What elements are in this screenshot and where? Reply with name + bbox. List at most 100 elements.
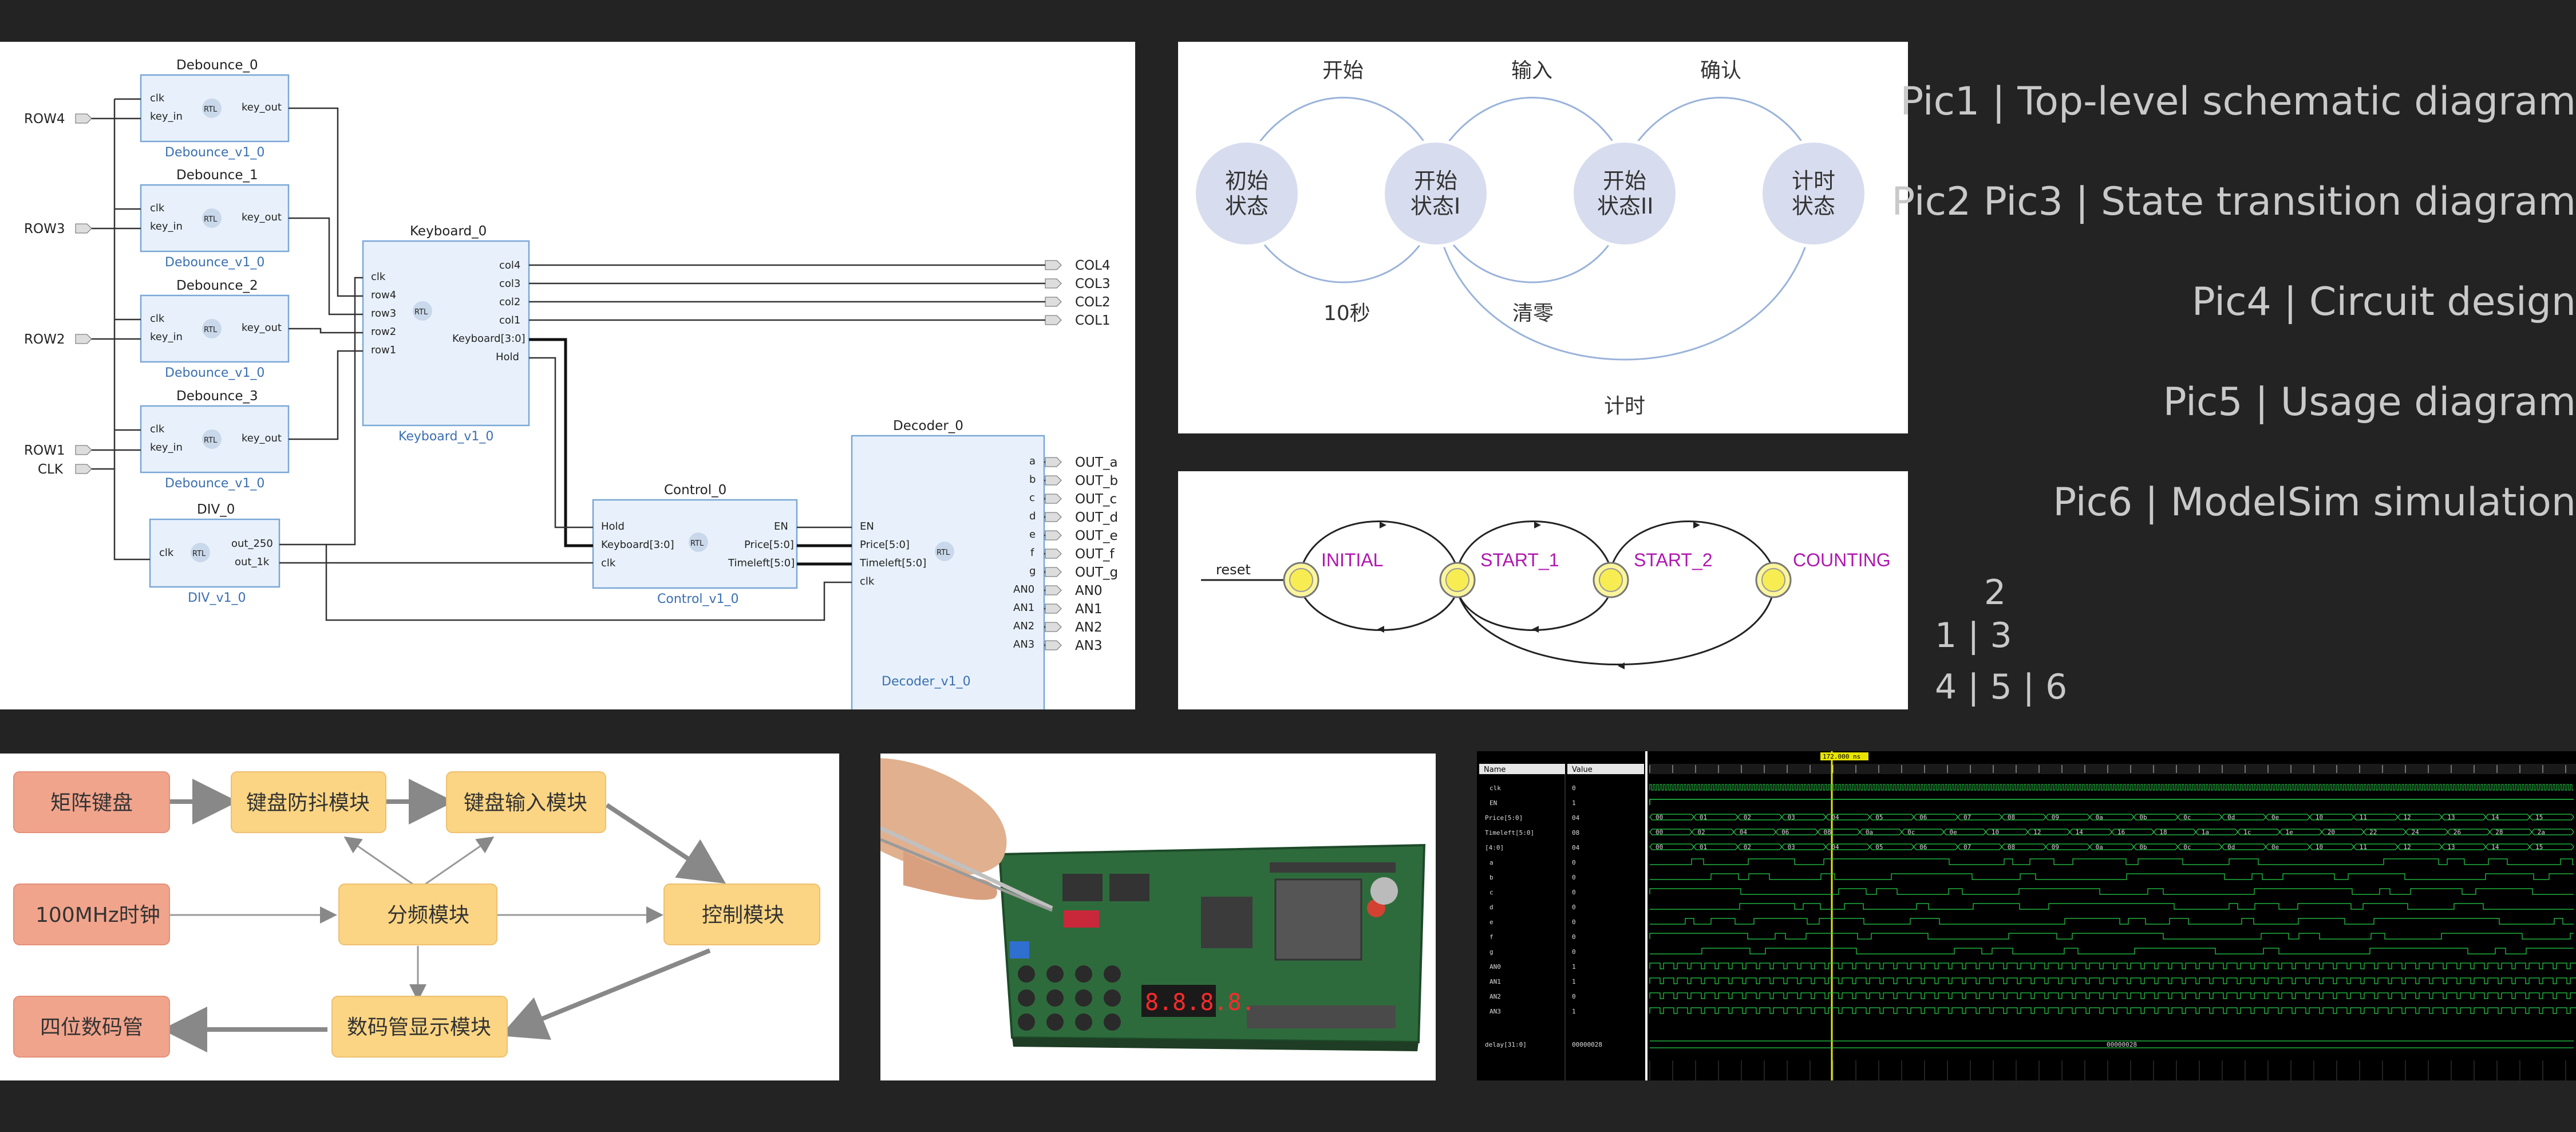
state-start1-line1: 开始 — [1414, 168, 1457, 194]
ms-price-bus-value: 07 — [1963, 814, 1971, 821]
ms-sig-an2: AN2 — [1490, 993, 1501, 1000]
box-keyboard-input — [446, 771, 606, 833]
transition-start: 开始 — [1322, 59, 1364, 82]
port-clk: clk — [150, 202, 165, 214]
out-an2: AN2 — [1075, 620, 1103, 635]
pic1-schematic-panel: ROW4 ROW3 ROW2 ROW1 CLK Debounce_0 clk k… — [0, 42, 1135, 709]
input-row4-label: ROW4 — [24, 112, 65, 127]
transition-10s: 10秒 — [1323, 302, 1370, 325]
control-title: Control_0 — [664, 483, 726, 498]
fsm-label-initial: INITIAL — [1321, 550, 1383, 570]
box-keyboard-input-label: 键盘输入模块 — [464, 791, 587, 815]
port-clk: clk — [150, 423, 165, 435]
ctl-out-timeleft: Timeleft[5:0] — [728, 557, 795, 569]
port-clk: clk — [150, 92, 165, 104]
ms-val-g: 0 — [1572, 948, 1576, 956]
kb-in-row3: row3 — [371, 307, 396, 320]
dec-out-f: f — [1030, 547, 1034, 559]
box-matrix-keyboard-label: 矩阵键盘 — [50, 791, 133, 815]
ms-val-f: 0 — [1572, 933, 1576, 941]
port-key-out: key_out — [242, 101, 282, 113]
dec-out-an0: AN0 — [1013, 583, 1034, 595]
layout-legend-row2: 1 | 3 — [1935, 616, 2012, 656]
ms-timeleft-bus-value: 20 — [2328, 829, 2335, 836]
pic6-modelsim-panel: Name Value 172.000 ns clk 0 EN 1 Price[5… — [1477, 751, 2576, 1080]
caption-pic5: Pic5 | Usage diagram — [2163, 380, 2576, 425]
fsm-arcs — [1201, 520, 1775, 669]
input-pins: ROW4 ROW3 ROW2 ROW1 CLK — [24, 112, 92, 477]
port-key-out: key_out — [242, 211, 282, 223]
ms-timeleft-bus-value: 24 — [2412, 829, 2420, 836]
rtl-icon: RTL — [204, 215, 218, 224]
port-clk: clk — [150, 313, 165, 325]
out-c: OUT_c — [1075, 492, 1117, 507]
layout-legend-row1: 2 — [1984, 573, 2006, 613]
port-key-in: key_in — [150, 441, 183, 453]
ms-sig-an3: AN3 — [1490, 1008, 1501, 1015]
out-f: OUT_f — [1075, 547, 1115, 562]
schematic-wires — [92, 98, 1045, 646]
state-counting-line2: 状态 — [1792, 194, 1835, 219]
modelsim-svg: Name Value 172.000 ns clk 0 EN 1 Price[5… — [1477, 751, 2576, 1080]
ms-timeleft-bus-value: 02 — [1697, 829, 1705, 836]
ms-price-bus-value: 10 — [2316, 814, 2323, 821]
ms-timeleft-bus-value: 0c — [1907, 829, 1915, 836]
ms-bcd-bus-value: 15 — [2535, 843, 2543, 851]
div-sub: DIV_v1_0 — [188, 591, 246, 605]
schematic-svg: ROW4 ROW3 ROW2 ROW1 CLK Debounce_0 clk k… — [24, 58, 1118, 709]
ms-bcd-bus-value: 04 — [1831, 843, 1839, 851]
ms-sig-d: d — [1490, 904, 1494, 911]
kb-in-row4: row4 — [371, 289, 396, 301]
transition-labels: 开始 输入 确认 10秒 清零 计时 — [1322, 59, 1741, 418]
kb-in-clk: clk — [371, 271, 386, 283]
state-start2-line2: 状态II — [1597, 194, 1653, 219]
ms-sig-an1: AN1 — [1490, 978, 1501, 985]
ms-timeleft-bus-value: 04 — [1740, 829, 1748, 836]
dec-out-an2: AN2 — [1013, 620, 1034, 632]
div-port-out1k: out_1k — [235, 556, 270, 568]
layout-legend-row3: 4 | 5 | 6 — [1935, 667, 2068, 707]
state-start2-line1: 开始 — [1603, 168, 1646, 194]
ms-bcd-bus-value: 13 — [2447, 843, 2455, 851]
kb-in-row2: row2 — [371, 326, 396, 338]
ms-val-en: 1 — [1572, 799, 1576, 807]
debounce-3-title: Debounce_3 — [176, 389, 258, 404]
state-initial-line1: 初始 — [1225, 168, 1269, 194]
state-nodes: 初始 状态 开始 状态I 开始 状态II 计时 状态 — [1192, 139, 1868, 248]
ms-price-bus-value: 04 — [1831, 814, 1839, 821]
state-start1-line2: 状态I — [1411, 194, 1460, 219]
ms-sig-an0: AN0 — [1490, 963, 1501, 971]
ms-timeleft-bus-value: 1c — [2243, 829, 2251, 836]
kb-out-keyboard: Keyboard[3:0] — [452, 333, 526, 345]
pic3-fsm-panel: reset INITIAL START_1 START_2 COUNTING — [1178, 471, 1908, 709]
ms-bcd-bus-value: 09 — [2052, 843, 2059, 851]
state-node-initial — [1192, 139, 1301, 248]
ms-val-timeleft: 08 — [1572, 829, 1579, 837]
fsm-label-start2: START_2 — [1634, 550, 1713, 570]
input-row3-label: ROW3 — [24, 222, 65, 236]
rtl-icon: RTL — [937, 549, 950, 557]
decoder-block: Decoder_0 EN Price[5:0] Timeleft[5:0] cl… — [851, 419, 1045, 709]
div-port-out250: out_250 — [231, 538, 273, 550]
ms-sig-g: g — [1490, 948, 1494, 956]
ms-bcd-bus-value: 03 — [1788, 843, 1795, 851]
rtl-icon: RTL — [204, 105, 218, 114]
debounce-0-title: Debounce_0 — [176, 58, 258, 73]
ms-name-header: Name — [1484, 766, 1506, 774]
caption-pic6: Pic6 | ModelSim simulation — [2053, 480, 2576, 525]
ms-bcd-bus-value: 0e — [2271, 843, 2279, 851]
dec-out-an3: AN3 — [1013, 638, 1034, 650]
ms-timeleft-bus-value: 08 — [1823, 829, 1831, 836]
decoder-sub: Decoder_v1_0 — [882, 675, 971, 689]
ms-val-delay: 00000028 — [1572, 1041, 1602, 1048]
dec-in-timeleft: Timeleft[5:0] — [859, 557, 926, 569]
rtl-icon: RTL — [192, 550, 206, 558]
out-col4: COL4 — [1075, 258, 1111, 273]
ms-timeleft-bus-value: 22 — [2369, 829, 2377, 836]
ms-price-bus-value: 0c — [2183, 814, 2191, 821]
control-block: Control_0 Hold Keyboard[3:0] clk EN Pric… — [592, 483, 798, 606]
out-b: OUT_b — [1075, 474, 1118, 488]
div-port-clk: clk — [159, 547, 174, 559]
box-100mhz-clock-label: 100MHz时钟 — [35, 904, 160, 927]
ms-val-price: 04 — [1572, 814, 1580, 822]
